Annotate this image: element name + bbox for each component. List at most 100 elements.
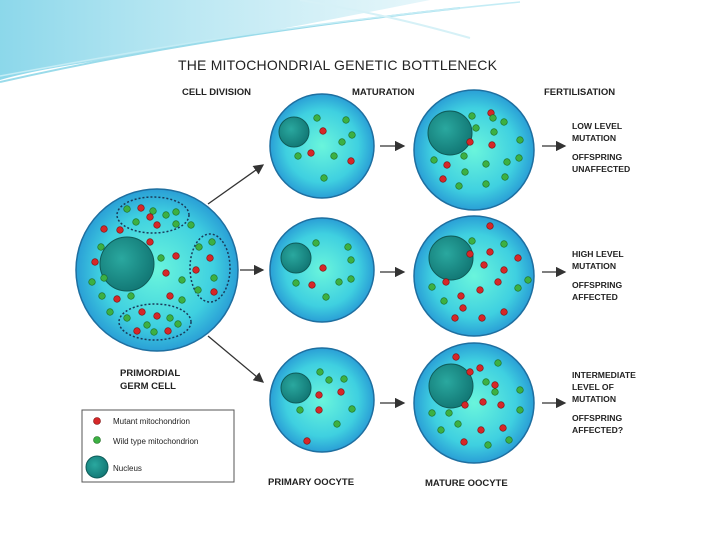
legend-wild: Wild type mitochondrion [113, 437, 198, 446]
mutant-mitochondrion [442, 278, 450, 286]
wild-type-mitochondrion [455, 182, 463, 190]
mutant-mitochondrion [347, 157, 355, 165]
legend: Mutant mitochondrion Wild type mitochond… [81, 409, 235, 483]
wild-type-mitochondrion [178, 296, 186, 304]
nucleus-icon [85, 455, 109, 479]
mutant-mitochondrion [479, 398, 487, 406]
outcome-result: UNAFFECTED [572, 164, 630, 174]
mutant-mitochondrion [486, 248, 494, 256]
outcome-result: AFFECTED [572, 292, 618, 302]
mutant-mitochondrion [319, 127, 327, 135]
mutant-mitochondrion [499, 424, 507, 432]
wild-type-mitochondrion [472, 124, 480, 132]
mutant-mitochondrion [497, 401, 505, 409]
wild-type-mitochondrion [348, 405, 356, 413]
mutant-mitochondrion [137, 204, 145, 212]
wild-type-mitochondrion [330, 152, 338, 160]
stage-maturation: MATURATION [352, 87, 415, 98]
mutant-mitochondrion [337, 388, 345, 396]
wild-type-mitochondrion [162, 211, 170, 219]
wild-type-mitochondrion [322, 293, 330, 301]
wild-type-mitochondrion [461, 168, 469, 176]
mutant-mitochondrion [500, 266, 508, 274]
mutant-mitochondrion [461, 401, 469, 409]
wild-type-mitochondrion [166, 314, 174, 322]
outcome-result: AFFECTED? [572, 425, 623, 435]
wild-type-mitochondrion [187, 221, 195, 229]
mutant-mitochondrion [113, 295, 121, 303]
wild-type-mitochondrion [320, 174, 328, 182]
wild-type-mitochondrion [210, 274, 218, 282]
mutant-mitochondrion [459, 304, 467, 312]
nucleus [428, 235, 474, 281]
primary-oocyte-middle [269, 217, 375, 323]
wild-type-mitochondrion [344, 243, 352, 251]
mutant-mitochondrion [308, 281, 316, 289]
wild-type-mitochondrion [208, 238, 216, 246]
primary-oocyte-label: PRIMARY OOCYTE [268, 477, 354, 488]
mature-oocyte-label: MATURE OOCYTE [425, 478, 508, 489]
wild-type-mitochondrion [150, 328, 158, 336]
wild-type-mitochondrion [127, 292, 135, 300]
mutant-mitochondrion [451, 314, 459, 322]
wild-type-mitochondrion [440, 297, 448, 305]
arrow [207, 164, 265, 205]
mutant-mitochondrion [439, 175, 447, 183]
mutant-mitochondrion [494, 278, 502, 286]
primordial-label-line-1: PRIMORDIAL [120, 368, 180, 379]
mutant-mitochondrion [91, 258, 99, 266]
wild-type-mitochondrion [482, 180, 490, 188]
wild-type-mitochondrion [98, 292, 106, 300]
wild-type-mitochondrion [482, 160, 490, 168]
outcome-level: LOW LEVEL [572, 121, 622, 131]
outcome-level: HIGH LEVEL [572, 249, 624, 259]
wild-type-mitochondrion [195, 243, 203, 251]
mutant-mitochondrion [133, 327, 141, 335]
mutant-mitochondrion [457, 292, 465, 300]
wild-type-mitochondrion [514, 284, 522, 292]
wild-type-mitochondrion [347, 275, 355, 283]
mutant-mitochondrion [303, 437, 311, 445]
outcome-level: MUTATION [572, 133, 616, 143]
header-swoosh-decoration [0, 0, 521, 83]
wild-type-mitochondrion [500, 118, 508, 126]
mature-oocyte-top [413, 89, 535, 211]
mutant-mitochondrion [192, 266, 200, 274]
nucleus [427, 110, 473, 156]
wild-type-mitochondrion [428, 283, 436, 291]
wild-type-mitochondrion [505, 436, 513, 444]
wild-type-mitochondrion [468, 237, 476, 245]
wild-type-mitochondrion [100, 274, 108, 282]
mutant-mitochondrion [116, 226, 124, 234]
outcome-low: LOW LEVEL MUTATION OFFSPRING UNAFFECTED [572, 121, 630, 174]
wild-type-mitochondrion [106, 308, 114, 316]
wild-type-mitochondrion [500, 240, 508, 248]
nucleus [428, 363, 474, 409]
wild-type-mitochondrion [296, 406, 304, 414]
mutant-mitochondrion [466, 250, 474, 258]
wild-type-mitochondrion [460, 152, 468, 160]
outcome-result: OFFSPRING [572, 152, 622, 162]
mutant-mitochondrion [162, 269, 170, 277]
nucleus [280, 242, 312, 274]
wild-type-mitochondrion [524, 276, 532, 284]
wild-type-mitochondrion [132, 218, 140, 226]
mutant-mitochondrion [476, 364, 484, 372]
mutant-mitochondrion [488, 141, 496, 149]
wild-type-mitochondrion [294, 152, 302, 160]
wild-type-mitochondrion [172, 220, 180, 228]
outcome-result: OFFSPRING [572, 413, 622, 423]
mutant-mitochondrion [500, 308, 508, 316]
mutant-mitochondrion [172, 252, 180, 260]
wild-type-mitochondrion [316, 368, 324, 376]
outcome-intermediate: INTERMEDIATE LEVEL OF MUTATION OFFSPRING… [572, 370, 636, 435]
wild-type-mitochondrion [325, 376, 333, 384]
mutant-mitochondrion [164, 327, 172, 335]
wild-type-mitochondrion [178, 276, 186, 284]
primary-oocyte-top [269, 93, 375, 199]
nucleus [280, 372, 312, 404]
nucleus [99, 236, 155, 292]
mutant-mitochondrion [146, 213, 154, 221]
mitochondria-cluster-outline [118, 303, 192, 341]
